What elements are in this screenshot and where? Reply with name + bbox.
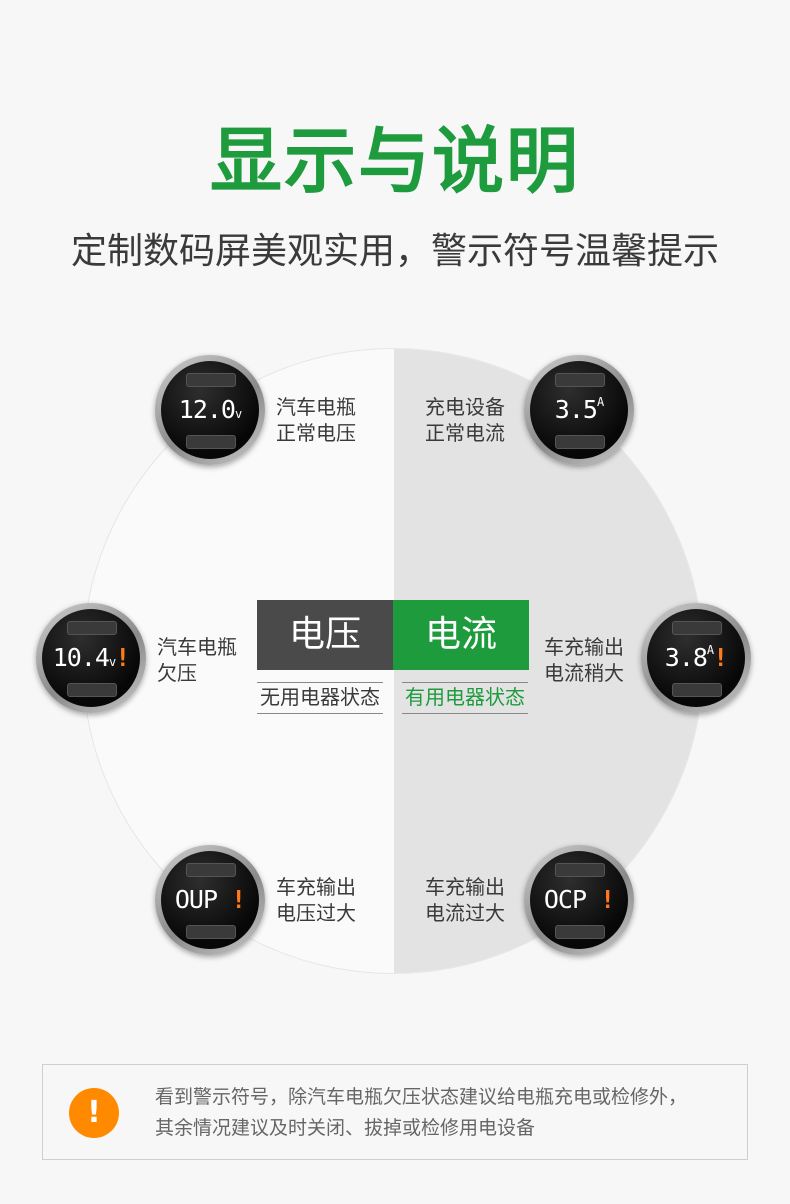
display-3-8a-high: 3.8A! bbox=[641, 603, 751, 713]
usb-port-icon bbox=[555, 373, 605, 387]
usb-port-icon bbox=[186, 435, 236, 449]
display-reading: 12.0v bbox=[155, 394, 265, 430]
warning-icon: ! bbox=[600, 885, 615, 914]
usb-port-icon bbox=[555, 925, 605, 939]
usb-port-icon bbox=[672, 621, 722, 635]
display-ocp-overcurrent: OCP ! bbox=[524, 845, 634, 955]
caption-battery-normal: 汽车电瓶 正常电压 bbox=[276, 394, 356, 446]
caption-output-overcurrent: 车充输出 电流过大 bbox=[425, 874, 505, 926]
usb-port-icon bbox=[186, 373, 236, 387]
voltage-state: 无用电器状态 bbox=[257, 682, 383, 714]
notice-line: 看到警示符号，除汽车电瓶欠压状态建议给电瓶充电或检修外， bbox=[155, 1086, 688, 1108]
current-state: 有用电器状态 bbox=[402, 682, 528, 714]
reading-unit: v bbox=[234, 407, 242, 421]
notice-text: 看到警示符号，除汽车电瓶欠压状态建议给电瓶充电或检修外， 其余情况建议及时关闭、… bbox=[155, 1082, 745, 1144]
current-label: 电流 bbox=[393, 600, 529, 670]
reading-unit: A bbox=[596, 395, 604, 409]
display-reading: 10.4v! bbox=[36, 642, 146, 678]
caption-line: 正常电压 bbox=[276, 421, 356, 445]
usb-port-icon bbox=[186, 863, 236, 877]
notice-line: 其余情况建议及时关闭、拔掉或检修用电设备 bbox=[155, 1117, 536, 1139]
voltage-label: 电压 bbox=[257, 600, 393, 670]
reading-unit: A bbox=[706, 643, 714, 657]
reading-value: 10.4 bbox=[52, 643, 110, 672]
usb-port-icon bbox=[555, 435, 605, 449]
display-reading: 3.8A! bbox=[641, 642, 751, 674]
display-reading: OCP ! bbox=[524, 884, 634, 916]
caption-battery-undervoltage: 汽车电瓶 欠压 bbox=[157, 634, 237, 686]
warning-icon: ! bbox=[115, 643, 130, 672]
usb-port-icon bbox=[672, 683, 722, 697]
notice-box: ! 看到警示符号，除汽车电瓶欠压状态建议给电瓶充电或检修外， 其余情况建议及时关… bbox=[42, 1064, 748, 1160]
usb-port-icon bbox=[186, 925, 236, 939]
caption-line: 欠压 bbox=[157, 661, 197, 685]
caption-line: 正常电流 bbox=[425, 421, 505, 445]
page-title: 显示与说明 bbox=[209, 119, 580, 203]
display-12v-normal: 12.0v bbox=[155, 355, 265, 465]
display-oup-overvoltage: OUP ! bbox=[155, 845, 265, 955]
caption-line: 电压过大 bbox=[276, 901, 356, 925]
display-reading: OUP ! bbox=[155, 884, 265, 916]
reading-value: 3.8 bbox=[664, 643, 708, 672]
reading-unit: v bbox=[108, 655, 116, 669]
reading-value: OUP bbox=[174, 885, 218, 914]
exclamation-icon: ! bbox=[69, 1088, 119, 1138]
caption-line: 电流过大 bbox=[425, 901, 505, 925]
usb-port-icon bbox=[67, 683, 117, 697]
page-subtitle: 定制数码屏美观实用，警示符号温馨提示 bbox=[70, 231, 719, 272]
caption-line: 汽车电瓶 bbox=[157, 635, 237, 659]
caption-line: 车充输出 bbox=[276, 875, 356, 899]
reading-value: 3.5 bbox=[554, 395, 598, 424]
usb-port-icon bbox=[67, 621, 117, 635]
display-3-5a-normal: 3.5A bbox=[524, 355, 634, 465]
display-reading: 3.5A bbox=[524, 394, 634, 426]
reading-value: 12.0 bbox=[178, 395, 236, 424]
caption-line: 电流稍大 bbox=[544, 661, 624, 685]
warning-icon: ! bbox=[231, 885, 246, 914]
warning-icon: ! bbox=[713, 643, 728, 672]
caption-line: 车充输出 bbox=[425, 875, 505, 899]
caption-output-overvoltage: 车充输出 电压过大 bbox=[276, 874, 356, 926]
caption-line: 汽车电瓶 bbox=[276, 395, 356, 419]
reading-value: OCP bbox=[543, 885, 587, 914]
caption-device-normal: 充电设备 正常电流 bbox=[425, 394, 505, 446]
display-10-4v-undervoltage: 10.4v! bbox=[36, 603, 146, 713]
caption-current-slightly-high: 车充输出 电流稍大 bbox=[544, 634, 624, 686]
caption-line: 车充输出 bbox=[544, 635, 624, 659]
caption-line: 充电设备 bbox=[425, 395, 505, 419]
usb-port-icon bbox=[555, 863, 605, 877]
